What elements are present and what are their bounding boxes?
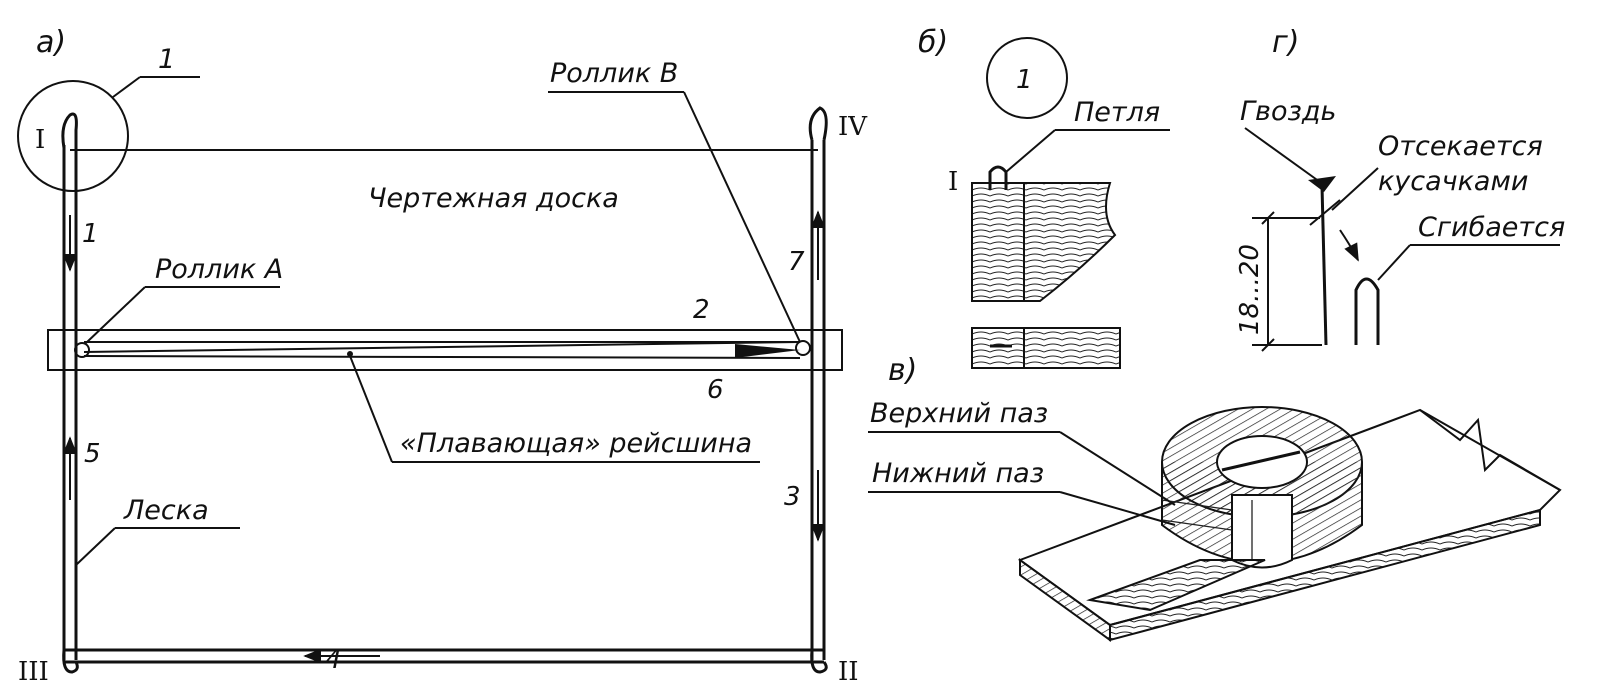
- section-b-label: б): [918, 25, 948, 60]
- path-number-3: 3: [784, 482, 801, 512]
- wood-wedge: [1086, 559, 1266, 612]
- board-end-grain: [971, 182, 1025, 302]
- corner-label-II: II: [838, 657, 859, 687]
- roller-a: [74, 342, 90, 358]
- section-v: в) Верхний паз Нижний паз: [868, 353, 1562, 642]
- section-g-label: г): [1272, 25, 1299, 60]
- callout-1-label: 1: [158, 44, 175, 75]
- path-number-2: 2: [693, 295, 710, 325]
- corner-label-I: I: [35, 125, 45, 155]
- roller-a-label: Роллик А: [155, 254, 283, 285]
- nail-leader: [1244, 127, 1321, 183]
- corner-label-IV: IV: [838, 112, 868, 142]
- roller-shaft: [1231, 494, 1293, 569]
- lower-groove-leader: [1059, 491, 1176, 526]
- upper-groove-label: Верхний паз: [870, 398, 1048, 429]
- roller-b-leader: [683, 91, 801, 343]
- roller-b: [795, 340, 811, 356]
- section-a-label: а): [36, 25, 66, 60]
- detail-number: 1: [1016, 65, 1033, 95]
- loop-leader: [1005, 129, 1056, 173]
- ruler-arrowhead: [735, 344, 800, 358]
- path-number-7: 7: [788, 247, 805, 277]
- cut-label-line1: Отсекается: [1378, 131, 1543, 162]
- corner-loop-IV: [808, 106, 828, 141]
- nail-cut-mark: [1309, 199, 1341, 226]
- board-plan-view: [971, 327, 1121, 369]
- nail-shank: [1320, 185, 1328, 346]
- dimension-label: 18...20: [1235, 244, 1265, 335]
- corner-loop-I: [61, 112, 78, 149]
- line-label: Леска: [123, 495, 209, 526]
- roller-a-leader: [85, 286, 146, 344]
- ruler-string-cross: [83, 341, 801, 353]
- floating-ruler: [47, 329, 843, 371]
- bend-arrow: [1339, 229, 1359, 262]
- upper-groove-line: [1161, 499, 1233, 511]
- section-a: а) Чертежная доска I 1 IV III II: [17, 25, 868, 687]
- ruler-leader: [349, 355, 393, 463]
- path-number-5: 5: [84, 439, 101, 469]
- roller-b-label: Роллик В: [550, 58, 678, 89]
- corner-loop-III: [62, 649, 79, 674]
- corner-label-III: III: [18, 657, 49, 687]
- cut-leader: [1331, 167, 1379, 211]
- board-slab-front: [1109, 508, 1541, 642]
- upper-groove-leader: [1059, 431, 1176, 506]
- bent-leader: [1377, 244, 1411, 281]
- board-title: Чертежная доска: [368, 183, 619, 214]
- nail-head: [1308, 176, 1336, 192]
- bent-label: Сгибается: [1418, 212, 1565, 243]
- ruler-point: [347, 351, 353, 357]
- detail-number-circle: [986, 37, 1068, 119]
- bent-staple: [1354, 277, 1380, 345]
- detail-circle-corner: [17, 80, 129, 192]
- section-b: б) 1 I Петля: [918, 25, 1170, 369]
- screw-slot: [1221, 450, 1301, 472]
- board-side-grain: [1023, 182, 1117, 302]
- cut-label-line2: кусачками: [1378, 166, 1528, 197]
- path-number-4: 4: [325, 645, 342, 675]
- floating-ruler-label: «Плавающая» рейсшина: [400, 428, 752, 459]
- path-number-6: 6: [707, 375, 724, 405]
- callout-1-leader: [112, 76, 141, 98]
- line-leader: [75, 527, 116, 566]
- break-line: [1419, 409, 1561, 491]
- nail-label: Гвоздь: [1240, 96, 1336, 127]
- section-g: г) Гвоздь Отсекается кусачками Сгибается…: [1235, 25, 1565, 352]
- corner-loop-II: [810, 649, 828, 674]
- detail-corner-label: I: [948, 167, 958, 197]
- section-v-label: в): [888, 353, 917, 388]
- loop-label: Петля: [1074, 97, 1160, 128]
- ruler-string-bottom: [83, 355, 801, 359]
- dim-tick-bottom: [1261, 338, 1275, 352]
- lower-groove-line: [1161, 519, 1233, 531]
- dim-tick-top: [1261, 211, 1275, 225]
- lower-groove-label: Нижний паз: [872, 458, 1044, 489]
- path-number-1: 1: [82, 219, 99, 249]
